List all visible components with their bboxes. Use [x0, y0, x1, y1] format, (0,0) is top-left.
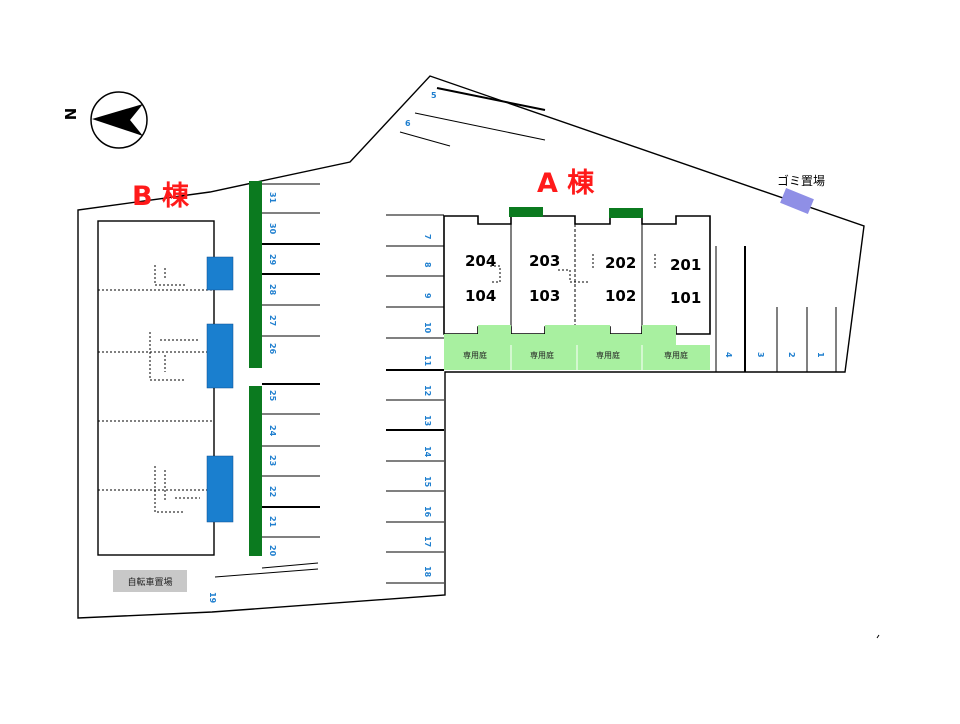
parking-lines-a-front	[386, 214, 444, 584]
parking-spot-number: 13	[423, 415, 432, 426]
building-b-label: B 棟	[132, 181, 190, 212]
stray-mark	[876, 634, 880, 639]
parking-spot-number: 18	[423, 566, 432, 578]
compass-north-letter: N	[62, 108, 80, 121]
building-a-outline	[443, 215, 711, 335]
parking-spot-number: 15	[423, 476, 432, 488]
parking-lines-b	[262, 183, 320, 538]
private-gardens: 専用庭 専用庭 専用庭 専用庭	[444, 325, 710, 370]
building-a-roof-accent	[509, 207, 543, 217]
building-a: 204 203 202 201 104 103 102 101	[443, 207, 711, 335]
room-number: 203	[529, 252, 560, 270]
parking-line	[436, 87, 546, 111]
building-b	[97, 220, 234, 556]
building-a-roof-accent	[609, 208, 643, 218]
building-b-interior	[154, 265, 185, 286]
parking-spot-numbers: 1 2 3 4 5 6 7 8 9 10 11 12 13 14 15 16 1…	[208, 91, 825, 604]
site-boundary	[77, 75, 865, 619]
building-b-balcony	[206, 455, 234, 523]
bike-parking-area	[113, 570, 187, 592]
parking-spot-number: 20	[268, 545, 277, 557]
hedge	[249, 386, 262, 556]
parking-spot-number: 22	[268, 486, 277, 497]
private-garden	[444, 325, 511, 370]
parking-spot-number: 6	[405, 119, 411, 128]
room-number: 202	[605, 254, 636, 272]
building-b-interior	[149, 332, 200, 381]
parking-spot-number: 21	[268, 516, 277, 528]
room-number: 201	[670, 256, 701, 274]
parking-line	[214, 568, 319, 578]
parking-spot-number: 19	[208, 592, 217, 604]
garden-label: 専用庭	[463, 350, 487, 360]
garden-label: 専用庭	[530, 350, 554, 360]
parking-spot-number: 8	[423, 262, 432, 268]
parking-spot-number: 5	[431, 91, 437, 100]
parking-spot-number: 1	[816, 352, 825, 358]
garden-label: 専用庭	[596, 350, 620, 360]
parking-line	[261, 562, 319, 569]
parking-spot-number: 9	[423, 293, 432, 299]
parking-spot-number: 7	[423, 234, 432, 240]
bike-parking-label: 自転車置場	[127, 576, 172, 588]
parking-line	[399, 131, 451, 147]
compass: N	[62, 91, 148, 149]
parking-spot-number: 16	[423, 506, 432, 518]
parking-spot-number: 28	[268, 284, 277, 296]
building-b-outline	[97, 220, 215, 556]
parking-spot-number: 12	[423, 385, 432, 396]
parking-spot-number: 2	[787, 352, 796, 358]
parking-spot-number: 31	[268, 192, 277, 204]
parking-spot-number: 11	[423, 355, 432, 367]
private-garden	[577, 325, 642, 370]
parking-spot-number: 26	[268, 343, 277, 355]
building-b-balcony	[206, 323, 234, 389]
parking-spot-number: 17	[423, 536, 432, 547]
parking-line	[414, 112, 546, 141]
parking-spot-number: 14	[423, 446, 432, 458]
parking-spot-number: 30	[268, 223, 277, 235]
parking-spot-number: 27	[268, 315, 277, 326]
room-number: 101	[670, 289, 701, 307]
room-number: 102	[605, 287, 636, 305]
building-a-interior	[490, 265, 501, 283]
parking-spot-number: 24	[268, 425, 277, 437]
building-a-interior	[592, 254, 656, 270]
building-a-interior	[558, 269, 590, 283]
compass-circle	[90, 91, 148, 149]
private-garden	[642, 325, 710, 370]
parking-spot-number: 10	[423, 322, 432, 334]
room-number: 104	[465, 287, 496, 305]
building-a-label: A 棟	[537, 168, 595, 199]
garbage-label: ゴミ置場	[777, 173, 825, 188]
room-number: 204	[465, 252, 496, 270]
garbage-area	[780, 187, 814, 215]
north-arrow-icon	[92, 104, 143, 136]
parking-spot-number: 23	[268, 455, 277, 466]
garden-label: 専用庭	[664, 350, 688, 360]
building-b-interior	[154, 466, 200, 513]
parking-spot-number: 29	[268, 254, 277, 266]
building-b-balcony	[206, 256, 234, 291]
private-garden	[511, 325, 577, 370]
parking-spot-number: 4	[724, 352, 733, 358]
hedge	[249, 181, 262, 368]
parking-spot-number: 3	[756, 352, 765, 358]
parking-spot-number: 25	[268, 390, 277, 402]
room-number: 103	[529, 287, 560, 305]
